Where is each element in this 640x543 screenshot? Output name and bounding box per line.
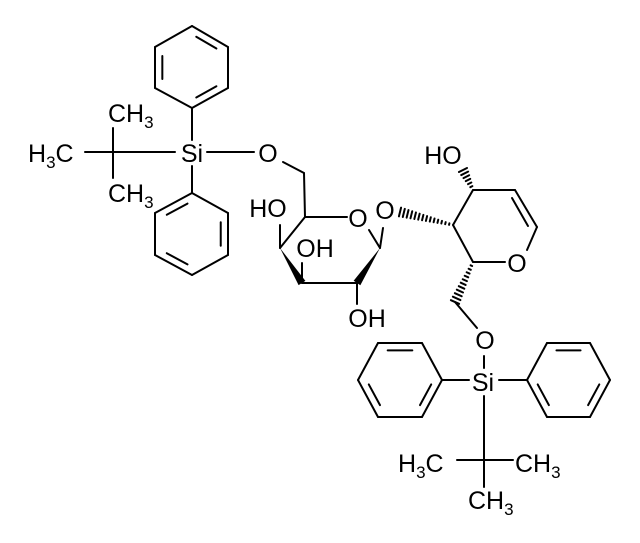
methyl-top-upper: CH3 [108, 100, 154, 132]
hashed-bond-hydroxyl [467, 181, 473, 186]
methyl-bottom-upper: CH3 [108, 180, 154, 212]
phenyl-lower-left-bond [421, 379, 443, 418]
bond [279, 216, 306, 249]
hashed-bond-glycosidic [397, 206, 403, 218]
hashed-bond-hydroxyl [464, 177, 472, 183]
phenyl-upper-top-bond [154, 87, 193, 109]
hashed-bond-glycosidic [424, 215, 429, 222]
hashed-bond-ch2 [459, 281, 467, 286]
phenyl-upper-top-bond [154, 25, 193, 48]
hashed-bond-glycosidic [409, 210, 414, 220]
phenyl-lower-right-double-bond [587, 383, 601, 407]
hashed-bond-ch2 [455, 288, 465, 294]
phenyl-lower-right-bond [589, 342, 611, 381]
phenyl-upper-bottom-bond [154, 192, 193, 214]
bonds [84, 25, 611, 488]
hashed-bond-hydroxyl [457, 166, 469, 174]
hashed-bond-glycosidic [436, 218, 440, 224]
hashed-bond-glycosidic [401, 207, 406, 219]
hashed-bond-ch2 [461, 278, 468, 283]
hashed-bond-hydroxyl [462, 174, 471, 180]
hydroxyl-c3: OH [296, 235, 334, 263]
hashed-bond-hydroxyl [469, 185, 474, 189]
phenyl-upper-top-bond [191, 87, 229, 109]
hydroxyl-glucal: HO [424, 142, 462, 170]
phenyl-lower-left-bond [421, 342, 443, 381]
phenyl-lower-left-double-bond [367, 383, 381, 407]
phenyl-upper-bottom-bond [154, 254, 193, 276]
hashed-bond-glycosidic [405, 209, 410, 219]
bond [452, 224, 474, 263]
bond [303, 172, 306, 218]
hashed-bond-glycosidic [432, 217, 436, 224]
phenyl-upper-bottom-bond [191, 254, 229, 276]
hashed-bond-glycosidic [421, 213, 425, 222]
wedge-bond-c4-c3 [280, 248, 306, 286]
phenyl-lower-right-bond [526, 379, 548, 418]
atom-o-glucal-ring: O [507, 250, 526, 278]
bond [452, 189, 474, 226]
hashed-bond-ch2 [469, 264, 474, 267]
hashed-bond-glycosidic [440, 219, 443, 225]
hashed-bond-ch2 [453, 292, 463, 298]
hashed-bond-glycosidic [417, 212, 421, 221]
bond [514, 189, 538, 228]
wedge-bond-c1-c2 [353, 248, 380, 286]
atom-o-lower-ether: O [475, 327, 494, 355]
phenyl-lower-right-bond [589, 379, 611, 418]
hashed-bond-glycosidic [413, 211, 417, 220]
hashed-bond-ch2 [465, 271, 471, 275]
phenyl-lower-right-double-bond [536, 383, 550, 407]
phenyl-upper-top-double-bond [195, 85, 218, 99]
bond [282, 161, 305, 174]
atom-o-upper-ether: O [258, 140, 277, 168]
hashed-bond-hydroxyl [460, 170, 470, 177]
phenyl-upper-bottom-bond [191, 192, 229, 214]
phenyl-lower-left-bond [357, 342, 379, 381]
bond [379, 227, 384, 249]
methyl-left-upper: H3C [28, 140, 74, 172]
hashed-bond-glycosidic [428, 216, 432, 223]
phenyl-upper-bottom-double-bond [165, 252, 189, 266]
phenyl-lower-right-bond [526, 342, 548, 381]
hydroxyl-c2: OH [348, 305, 386, 333]
double-bond-glucal [511, 197, 529, 227]
methyl-right-lower: CH3 [515, 450, 561, 482]
phenyl-upper-bottom-double-bond [165, 202, 189, 216]
phenyl-lower-left-bond [357, 379, 379, 418]
bond [454, 301, 478, 329]
hashed-bond-ch2 [457, 285, 466, 290]
methyl-bottom-lower: CH3 [468, 487, 514, 519]
atom-si-lower: Si [472, 369, 494, 397]
atom-si-upper: Si [181, 140, 203, 168]
atom-o-glycosidic: O [375, 197, 394, 225]
phenyl-lower-left-double-bond [419, 383, 433, 407]
atom-o-galactose-ring: O [348, 205, 367, 233]
hashed-bond-ch2 [467, 267, 472, 271]
bond [526, 226, 538, 251]
hashed-bond-ch2 [451, 295, 462, 302]
phenyl-upper-top-double-bond [195, 35, 218, 50]
bond [368, 229, 381, 249]
hashed-bond-ch2 [463, 274, 470, 279]
hydroxyl-c4: HO [249, 195, 287, 223]
phenyl-upper-top-bond [191, 25, 229, 48]
hashed-bond-glycosidic [444, 221, 447, 226]
methyl-left-lower: H3C [398, 450, 444, 482]
